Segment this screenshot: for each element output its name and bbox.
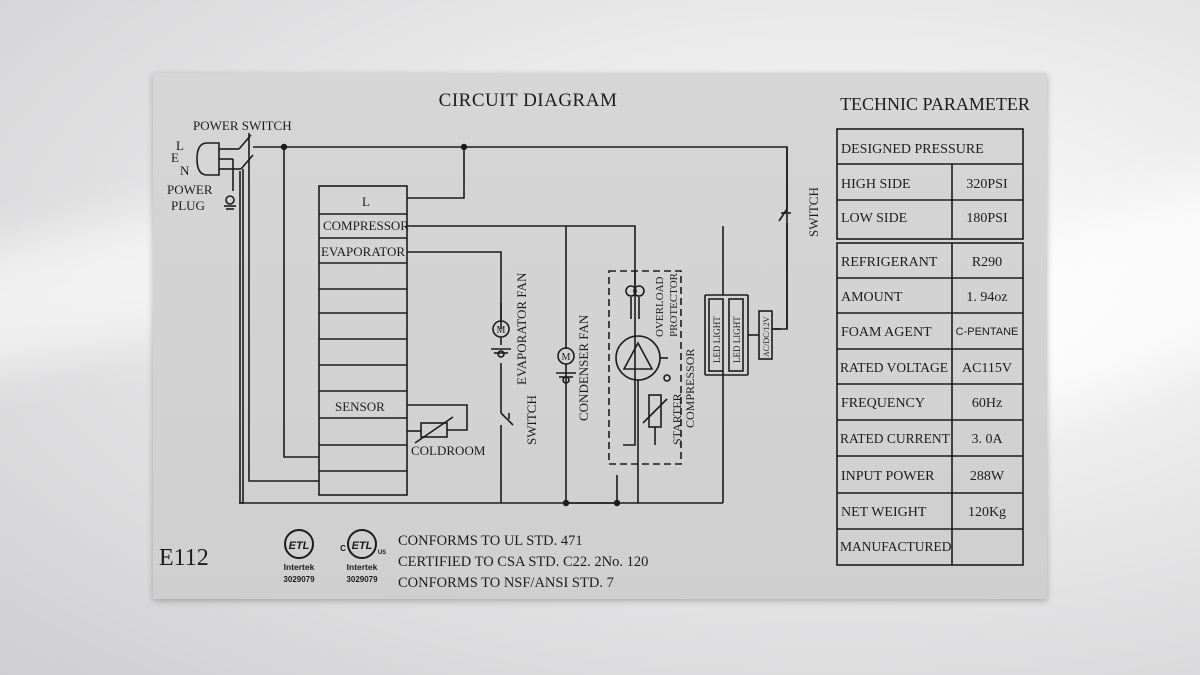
power-switch-icon — [232, 133, 254, 191]
param-value-net-weight: 120Kg — [968, 505, 1006, 520]
overload-protector-label-2: PROTECTOR — [668, 272, 680, 337]
diagram-title: CIRCUIT DIAGRAM — [439, 90, 618, 111]
param-label-refrigerant: REFRIGERANT — [841, 255, 938, 270]
acdc-adapter-icon — [748, 310, 781, 360]
svg-text:US: US — [378, 550, 386, 556]
acdc-label: AC/DC/12V — [762, 316, 771, 357]
conformance-line-2: CERTIFIED TO CSA STD. C22. 2No. 120 — [398, 554, 648, 570]
door-switch-label: SWITCH — [806, 187, 821, 237]
controller-row-l: L — [362, 194, 370, 209]
svg-text:M: M — [562, 352, 571, 363]
etl-mark-logo: ETL Intertek 3029079 — [283, 529, 315, 584]
params-table-group1 — [836, 128, 1024, 240]
svg-text:ETL: ETL — [289, 540, 310, 552]
power-plug-label-1: POWER — [167, 182, 213, 197]
starter-ptc-icon — [637, 391, 668, 445]
controller-sensor-label: SENSOR — [335, 399, 385, 414]
circuit-diagram-svg: CIRCUIT DIAGRAM TECHNIC PARAMETER POWER … — [159, 90, 1030, 591]
plug-e-label: E — [171, 150, 179, 165]
svg-text:Intertek: Intertek — [347, 562, 378, 572]
plug-l-label: L — [176, 138, 184, 153]
param-value-low-side: 180PSI — [966, 211, 1008, 226]
svg-text:3029079: 3029079 — [346, 575, 378, 584]
evaporator-fan-motor-icon: M — [491, 303, 511, 358]
model-number: E112 — [159, 545, 209, 571]
plug-n-label: N — [180, 163, 190, 178]
compressor-label: COMPRESSOR — [683, 349, 697, 428]
param-label-rated-voltage: RATED VOLTAGE — [840, 360, 948, 375]
evaporator-fan-label: EVAPORATOR FAN — [514, 272, 529, 385]
param-value-foam-agent: C-PENTANE — [956, 326, 1019, 338]
controller-row-compressor: COMPRESSOR — [323, 218, 409, 233]
evaporator-switch-icon — [500, 363, 514, 503]
controller-row-evaporator: EVAPORATOR — [321, 244, 405, 259]
param-value-high-side: 320PSI — [966, 177, 1008, 192]
power-plug-label-2: PLUG — [171, 198, 205, 213]
door-switch-icon — [778, 147, 791, 329]
ground-icon — [224, 195, 236, 210]
svg-text:ETL: ETL — [352, 540, 373, 552]
params-table-group2 — [836, 242, 1024, 566]
param-label-manufactured: MANUFACTURED — [840, 539, 952, 554]
coldroom-label: COLDROOM — [411, 443, 486, 458]
power-switch-label: POWER SWITCH — [193, 118, 292, 133]
appliance-label-plate: CIRCUIT DIAGRAM TECHNIC PARAMETER POWER … — [153, 73, 1047, 599]
param-label-net-weight: NET WEIGHT — [841, 505, 927, 520]
condenser-fan-label: CONDENSER FAN — [576, 314, 591, 421]
power-plug-icon — [196, 142, 233, 176]
led-light-icon — [704, 294, 749, 376]
param-label-high-side: HIGH SIDE — [841, 177, 911, 192]
param-value-rated-current: 3. 0A — [971, 432, 1003, 447]
conformance-line-3: CONFORMS TO NSF/ANSI STD. 7 — [398, 575, 614, 591]
params-group1-title: DESIGNED PRESSURE — [841, 142, 984, 157]
param-value-amount: 1. 94oz — [966, 290, 1007, 305]
param-label-foam-agent: FOAM AGENT — [841, 325, 932, 340]
thermistor-sensor-icon — [407, 404, 468, 444]
param-label-rated-current: RATED CURRENT — [840, 431, 951, 446]
starter-label: STARTER — [670, 393, 684, 445]
compressor-assembly-box — [608, 270, 682, 465]
param-value-frequency: 60Hz — [972, 396, 1002, 411]
param-value-refrigerant: R290 — [972, 255, 1002, 270]
param-label-frequency: FREQUENCY — [841, 396, 925, 411]
led-light-label-2: LED LIGHT — [732, 316, 742, 363]
evaporator-switch-label: SWITCH — [524, 395, 539, 445]
svg-text:Intertek: Intertek — [284, 562, 315, 572]
cetlus-mark-logo: ETL C US Intertek 3029079 — [340, 529, 386, 584]
param-label-amount: AMOUNT — [841, 290, 903, 305]
param-value-input-power: 288W — [970, 469, 1005, 484]
svg-text:3029079: 3029079 — [283, 575, 315, 584]
svg-text:C: C — [340, 544, 346, 553]
param-value-rated-voltage: AC115V — [962, 361, 1012, 376]
param-label-input-power: INPUT POWER — [841, 469, 935, 484]
led-light-label-1: LED LIGHT — [712, 316, 722, 363]
overload-protector-icon — [625, 271, 645, 319]
controller-board — [318, 185, 408, 496]
conformance-line-1: CONFORMS TO UL STD. 471 — [398, 533, 583, 549]
overload-protector-label-1: OVERLOAD — [654, 276, 666, 337]
params-heading: TECHNIC PARAMETER — [840, 94, 1030, 114]
param-label-low-side: LOW SIDE — [841, 211, 907, 226]
svg-text:M: M — [497, 325, 506, 336]
compressor-motor-icon — [615, 335, 671, 391]
